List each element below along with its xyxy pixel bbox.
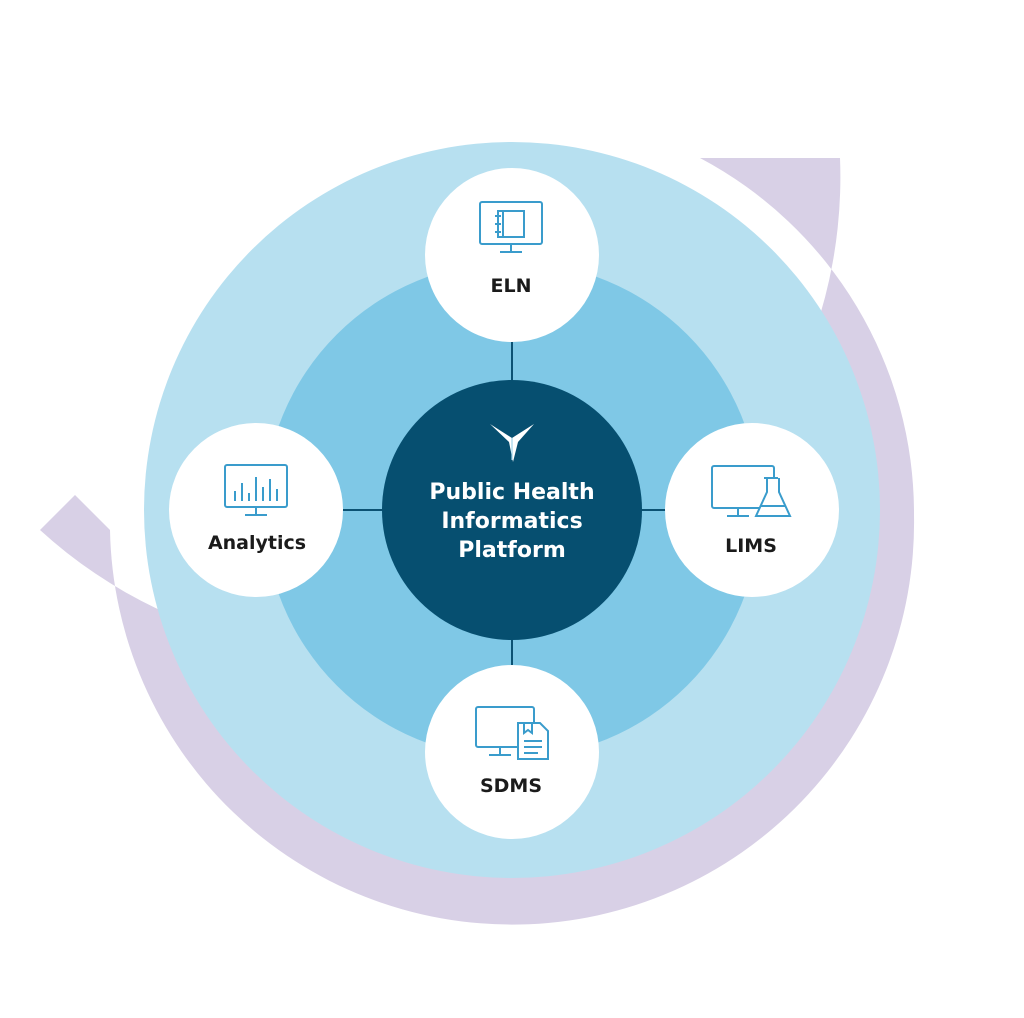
bar-chart-monitor-icon — [224, 464, 288, 516]
lims-label[interactable]: LIMS — [725, 535, 777, 557]
sdms-label[interactable]: SDMS — [479, 775, 543, 797]
flask-monitor-icon — [711, 465, 792, 517]
node-lims[interactable] — [665, 423, 839, 597]
trident-logo-icon — [490, 424, 534, 462]
center-title-line-3: Platform — [458, 538, 566, 563]
center-title-line-1: Public Health — [429, 480, 595, 505]
notebook-monitor-icon — [479, 201, 543, 253]
eln-label[interactable]: ELN — [490, 275, 532, 297]
center-title: Public Health Informatics Platform — [412, 478, 612, 565]
analytics-label[interactable]: Analytics — [207, 532, 307, 554]
center-hub — [382, 380, 642, 640]
document-monitor-icon — [475, 706, 549, 760]
node-sdms[interactable] — [425, 665, 599, 839]
center-title-line-2: Informatics — [441, 509, 583, 534]
node-eln[interactable] — [425, 168, 599, 342]
